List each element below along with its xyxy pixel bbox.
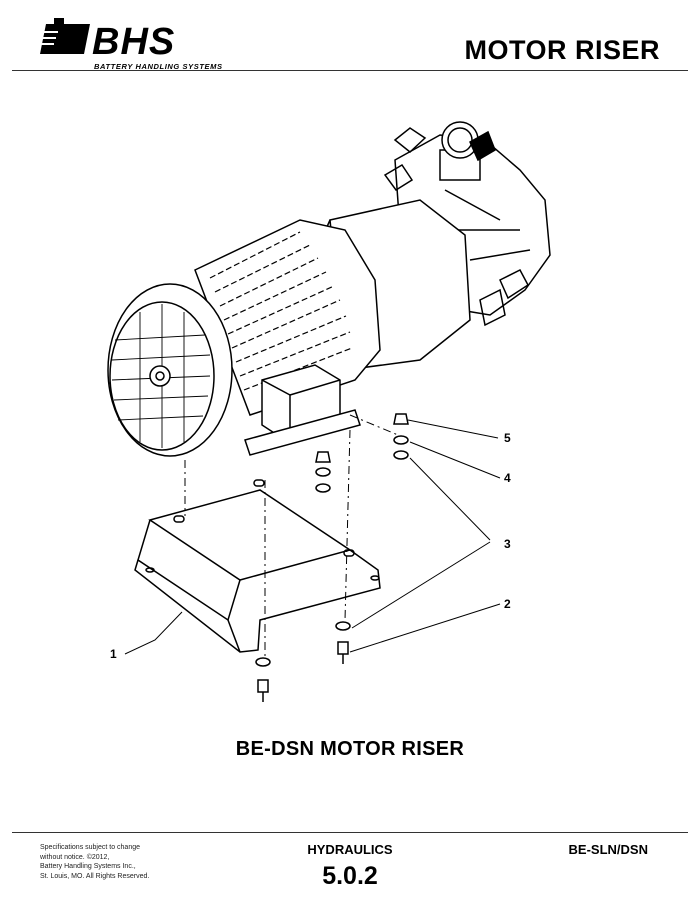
callout-1: 1: [110, 647, 117, 661]
bottom-hardware-left: [255, 657, 271, 702]
hardware-stack-center: [315, 451, 331, 493]
copyright-note: Specifications subject to change without…: [40, 843, 180, 881]
bottom-hardware-right: [335, 621, 351, 664]
copyright-line: Battery Handling Systems Inc.,: [40, 863, 136, 870]
callout-4: 4: [504, 471, 511, 485]
bhs-logo: BHS BATTERY HANDLING SYSTEMS: [34, 12, 222, 71]
section-number: 5.0.2: [322, 862, 378, 890]
copyright-line: Specifications subject to change: [40, 844, 141, 851]
logo-text: BHS: [92, 21, 176, 63]
section-name: HYDRAULICS: [307, 842, 393, 857]
logo-subtitle: BATTERY HANDLING SYSTEMS: [94, 62, 223, 71]
battery-logo-icon: [34, 18, 90, 54]
page-title: MOTOR RISER: [464, 35, 660, 65]
drawing-caption: BE-DSN MOTOR RISER: [235, 738, 465, 760]
callout-3: 3: [504, 537, 511, 551]
copyright-line: St. Louis, MO. All Rights Reserved.: [40, 872, 150, 880]
model-number: BE-SLN/DSN: [568, 842, 648, 857]
electric-motor: [107, 219, 381, 457]
copyright-line: without notice. ©2012,: [40, 853, 110, 861]
footer-divider: [12, 832, 688, 833]
callout-2: 2: [504, 597, 511, 611]
hardware-stack-right: [393, 413, 409, 460]
motor-riser-exploded-drawing: 1 2 3 4 5: [107, 121, 551, 702]
callout-5: 5: [504, 431, 511, 445]
motor-riser-bracket: [134, 479, 381, 653]
header-divider: [12, 70, 688, 71]
